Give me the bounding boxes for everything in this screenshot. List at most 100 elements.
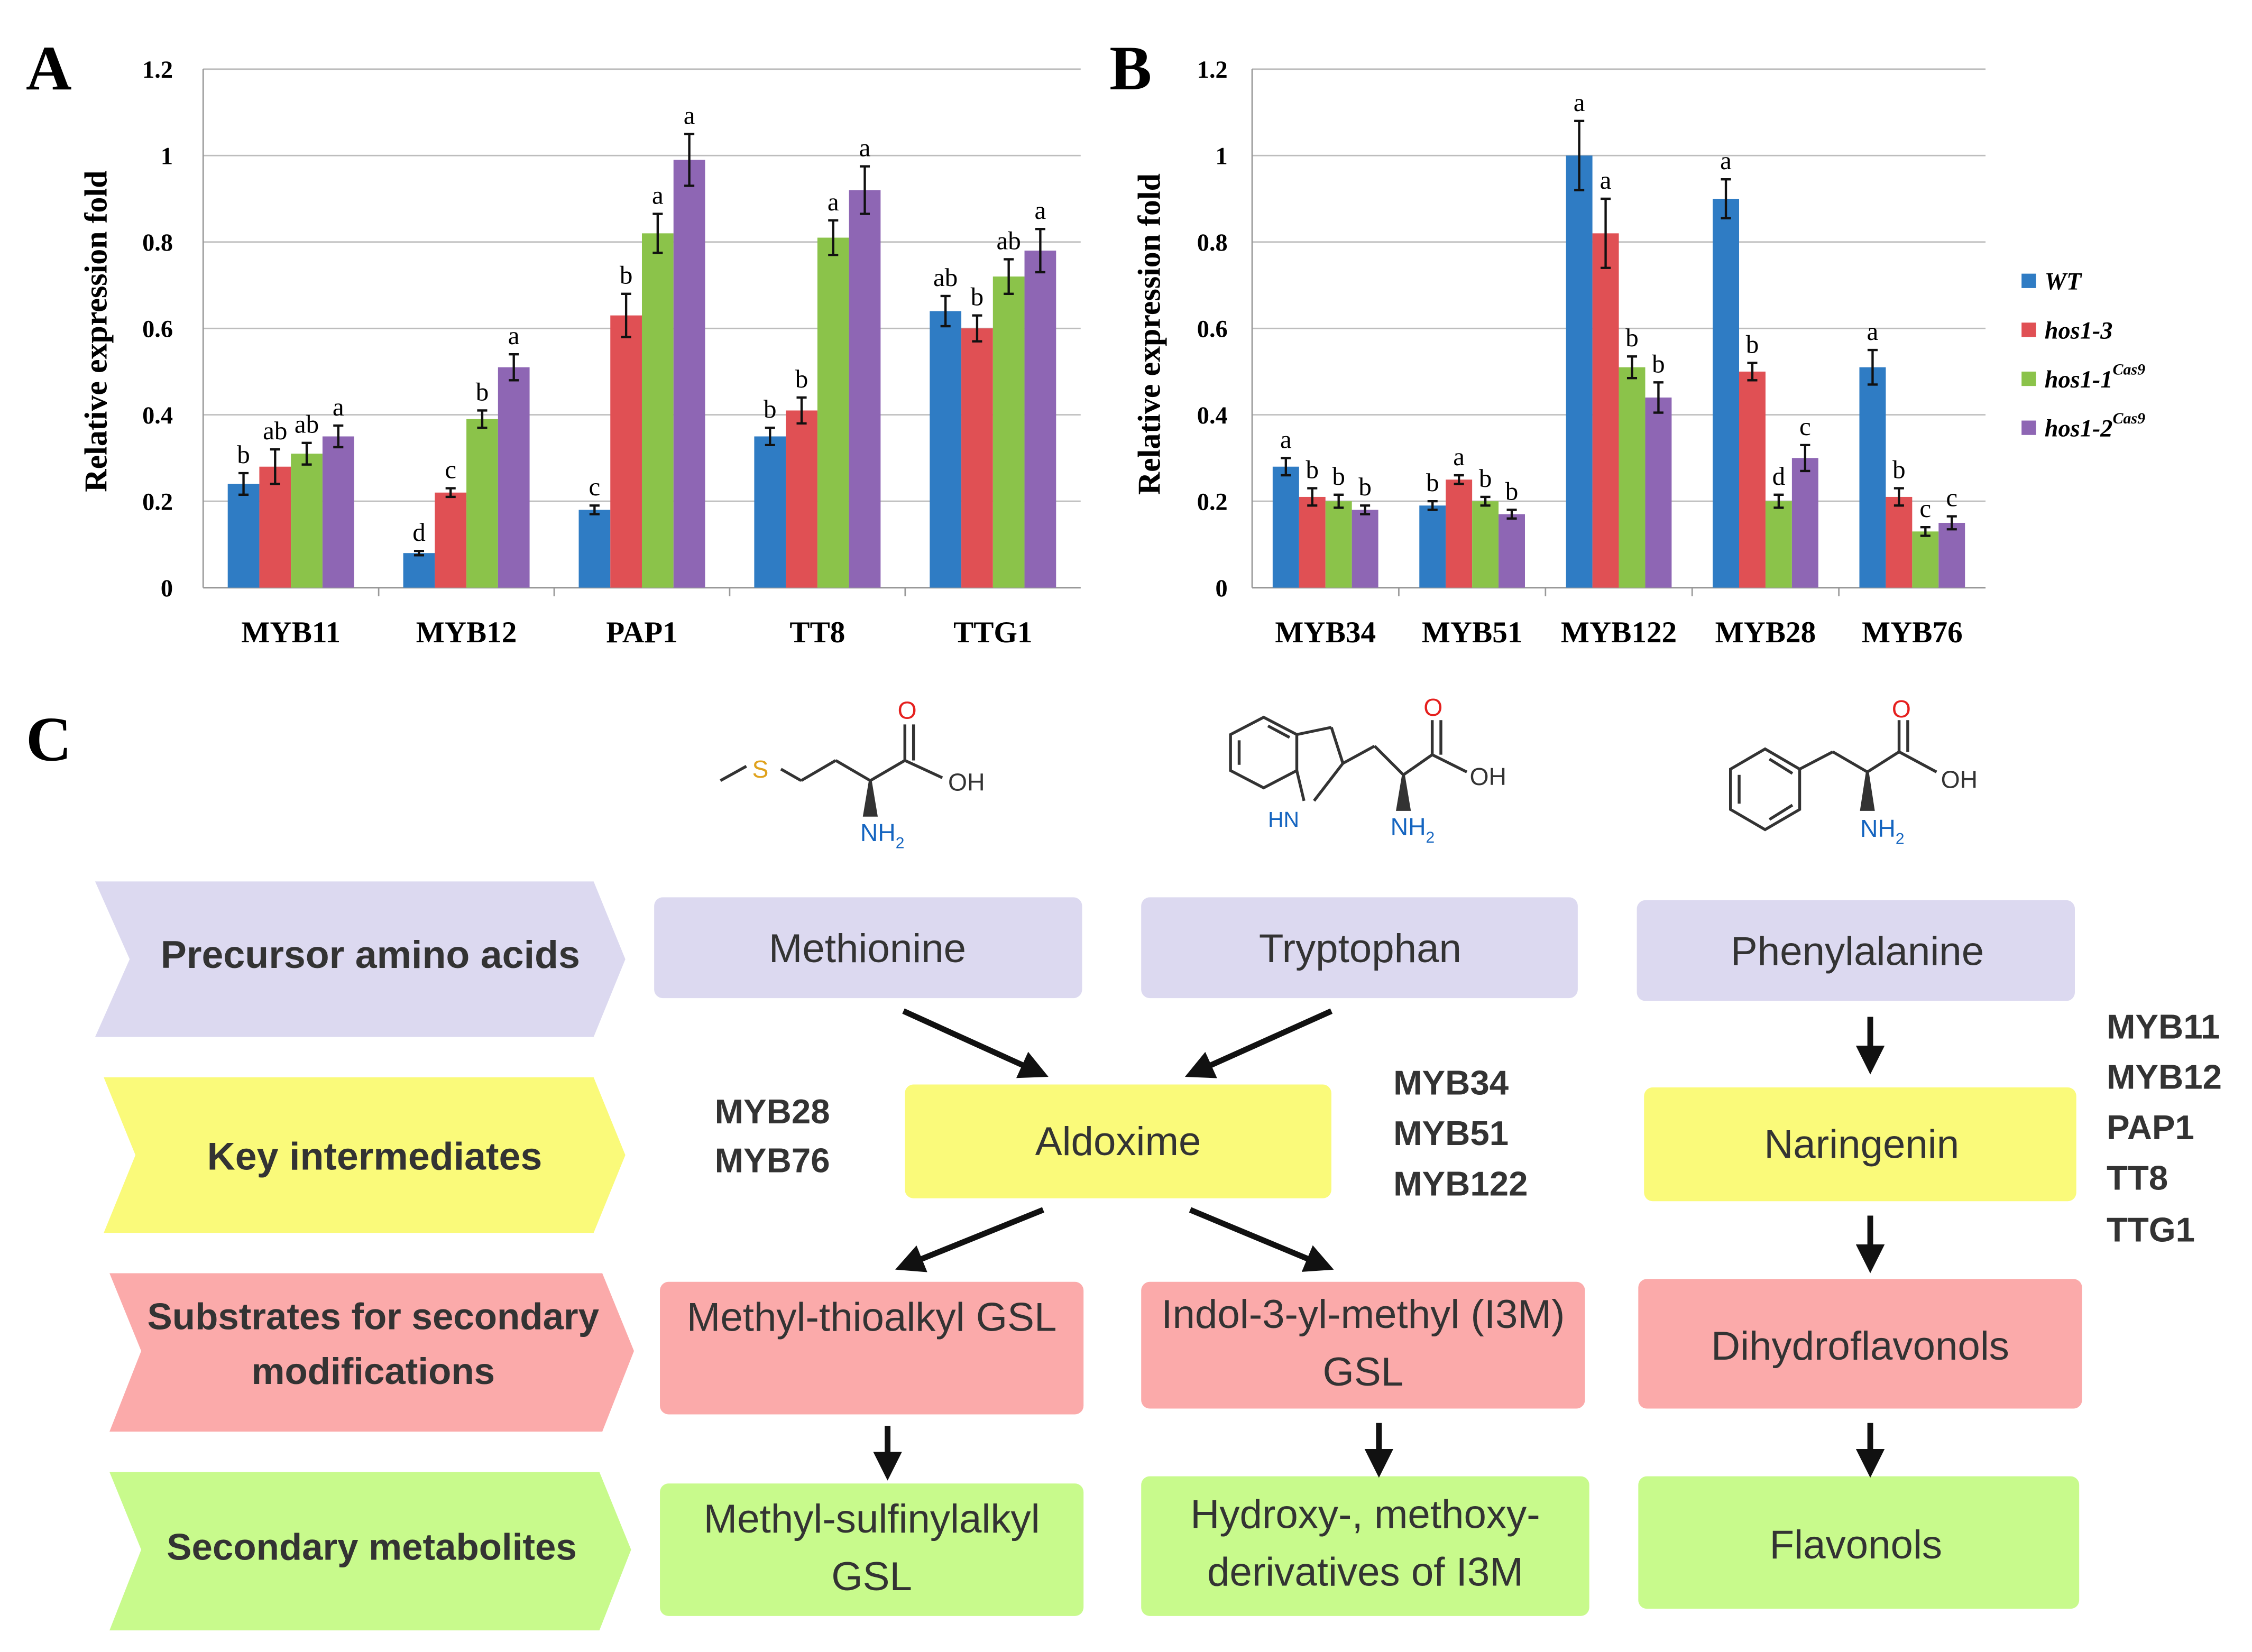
chart-panel-a: A 00.20.40.60.811.2 Relative expression … <box>26 33 1081 649</box>
box-methyl-thioalkyl <box>660 1281 1084 1415</box>
legend-label-hos1-1: hos1-1Cas9 <box>2045 361 2145 393</box>
bar <box>1912 531 1939 588</box>
significance-letter: b <box>795 364 808 393</box>
box-dihydroflavonols-label: Dihydroflavonols <box>1711 1324 2009 1369</box>
bar <box>1472 501 1499 588</box>
significance-letter: c <box>1946 483 1957 512</box>
regulator-pap1: PAP1 <box>2107 1108 2194 1147</box>
category-label: MYB12 <box>416 616 517 649</box>
y-tick-label: 0.2 <box>142 488 173 515</box>
bar <box>435 492 467 588</box>
box-methyl-thioalkyl-label: Methyl-thioalkyl GSL <box>686 1295 1057 1340</box>
legend-swatch-hos1-1 <box>2021 371 2036 386</box>
bar <box>498 367 530 588</box>
significance-letter: a <box>859 133 871 162</box>
regulator-ttg1: TTG1 <box>2107 1211 2195 1249</box>
bar <box>1352 510 1378 588</box>
bar <box>1739 371 1766 588</box>
category-label: MYB28 <box>1715 616 1816 649</box>
significance-letter: b <box>1505 476 1519 505</box>
y-tick-label: 0.6 <box>1197 316 1228 343</box>
bar <box>578 510 611 588</box>
box-methyl-thioalkyl-container: Methyl-thioalkyl GSL <box>686 1295 1057 1340</box>
bar <box>1299 496 1326 588</box>
y-tick-label: 1 <box>1216 143 1228 170</box>
bar <box>259 466 291 588</box>
pathway-diagram: C S O OH NH2 <box>26 694 2222 1631</box>
bar <box>1272 466 1299 588</box>
significance-letter: b <box>764 394 777 423</box>
box-dihydroflavonols <box>1638 1279 2082 1409</box>
y-tick-label: 1 <box>161 143 173 170</box>
box-indol-methyl-container: Indol-3-yl-methyl (I3M) GSL <box>1161 1291 1565 1395</box>
y-tick-label: 0.2 <box>1197 488 1228 515</box>
box-flavonols <box>1638 1476 2080 1609</box>
regulator-myb51: MYB51 <box>1393 1114 1509 1152</box>
significance-letter: d <box>412 518 426 547</box>
row-label-intermediates: Key intermediates <box>207 1134 543 1178</box>
box-methionine-label: Methionine <box>769 926 966 971</box>
significance-letter: c <box>445 455 456 484</box>
tryptophan-oxygen-label: O <box>1423 694 1442 721</box>
y-tick-label: 0.8 <box>142 229 173 256</box>
bar <box>1592 233 1619 588</box>
y-tick-label: 0.4 <box>1197 402 1228 429</box>
y-tick-label: 1.2 <box>142 57 173 84</box>
bar <box>1566 155 1593 588</box>
significance-letter: b <box>1746 330 1759 359</box>
bar <box>961 328 993 588</box>
row-chevron-metabolites <box>109 1472 631 1631</box>
significance-letter: ab <box>263 416 287 445</box>
bar <box>1325 501 1352 588</box>
significance-letter: ab <box>997 226 1021 255</box>
significance-letter: b <box>620 261 633 290</box>
error-bars-b <box>1281 119 1957 537</box>
category-label: MYB76 <box>1862 616 1963 649</box>
methionine-nh2-label: NH2 <box>860 819 905 852</box>
row-label-metabolites: Secondary metabolites <box>167 1527 577 1568</box>
category-label: MYB51 <box>1422 616 1523 649</box>
box-i3m-derivatives <box>1141 1476 1589 1616</box>
row-label-substrates-container: Substrates for secondary modifications <box>148 1295 599 1392</box>
significance-letter: a <box>508 321 520 350</box>
significance-letter: ab <box>295 410 319 439</box>
pathway-arrows <box>873 1008 1885 1481</box>
category-label: MYB34 <box>1275 616 1376 649</box>
y-tick-label: 0.6 <box>142 316 173 343</box>
category-label: MYB122 <box>1561 616 1677 649</box>
bar <box>291 454 323 588</box>
significance-letter: a <box>828 187 839 216</box>
phenylalanine-nh2-label: NH2 <box>1860 815 1905 848</box>
bars-a <box>227 160 1056 588</box>
phenylalanine-oxygen-label: O <box>1892 695 1911 723</box>
tryptophan-oh-label: OH <box>1470 763 1506 790</box>
significance-letter: b <box>476 377 489 406</box>
bar <box>1024 251 1056 588</box>
category-labels-b: MYB34 MYB51 MYB122 MYB28 MYB76 <box>1275 616 1962 649</box>
bar <box>930 311 962 588</box>
legend-label-hos1-3: hos1-3 <box>2045 317 2113 344</box>
significance-letter: b <box>1892 455 1906 484</box>
tryptophan-structure <box>1229 715 1468 811</box>
bar <box>610 315 642 588</box>
box-indol-methyl-label: Indol-3-yl-methyl (I3M) GSL <box>1161 1291 1565 1395</box>
box-i3m-derivatives-container: Hydroxy-, methoxy-derivatives of I3M <box>1190 1492 1540 1594</box>
significance-letter: b <box>971 282 984 311</box>
significance-letter: b <box>1479 464 1492 493</box>
significance-letter: b <box>1426 468 1439 497</box>
bar <box>1791 458 1818 588</box>
bar <box>1859 367 1886 588</box>
significance-letter: a <box>684 100 695 130</box>
regulator-myb12: MYB12 <box>2107 1058 2222 1096</box>
bar <box>1619 367 1646 588</box>
bar <box>992 276 1025 588</box>
significance-letter: a <box>1035 196 1046 225</box>
box-flavonols-label: Flavonols <box>1770 1522 1942 1567</box>
y-tick-label: 0 <box>1216 575 1228 602</box>
legend-label-hos1-2: hos1-2Cas9 <box>2045 410 2145 442</box>
significance-letter: c <box>1799 412 1811 441</box>
regulator-myb34: MYB34 <box>1393 1064 1509 1102</box>
significance-letter: b <box>237 440 250 469</box>
